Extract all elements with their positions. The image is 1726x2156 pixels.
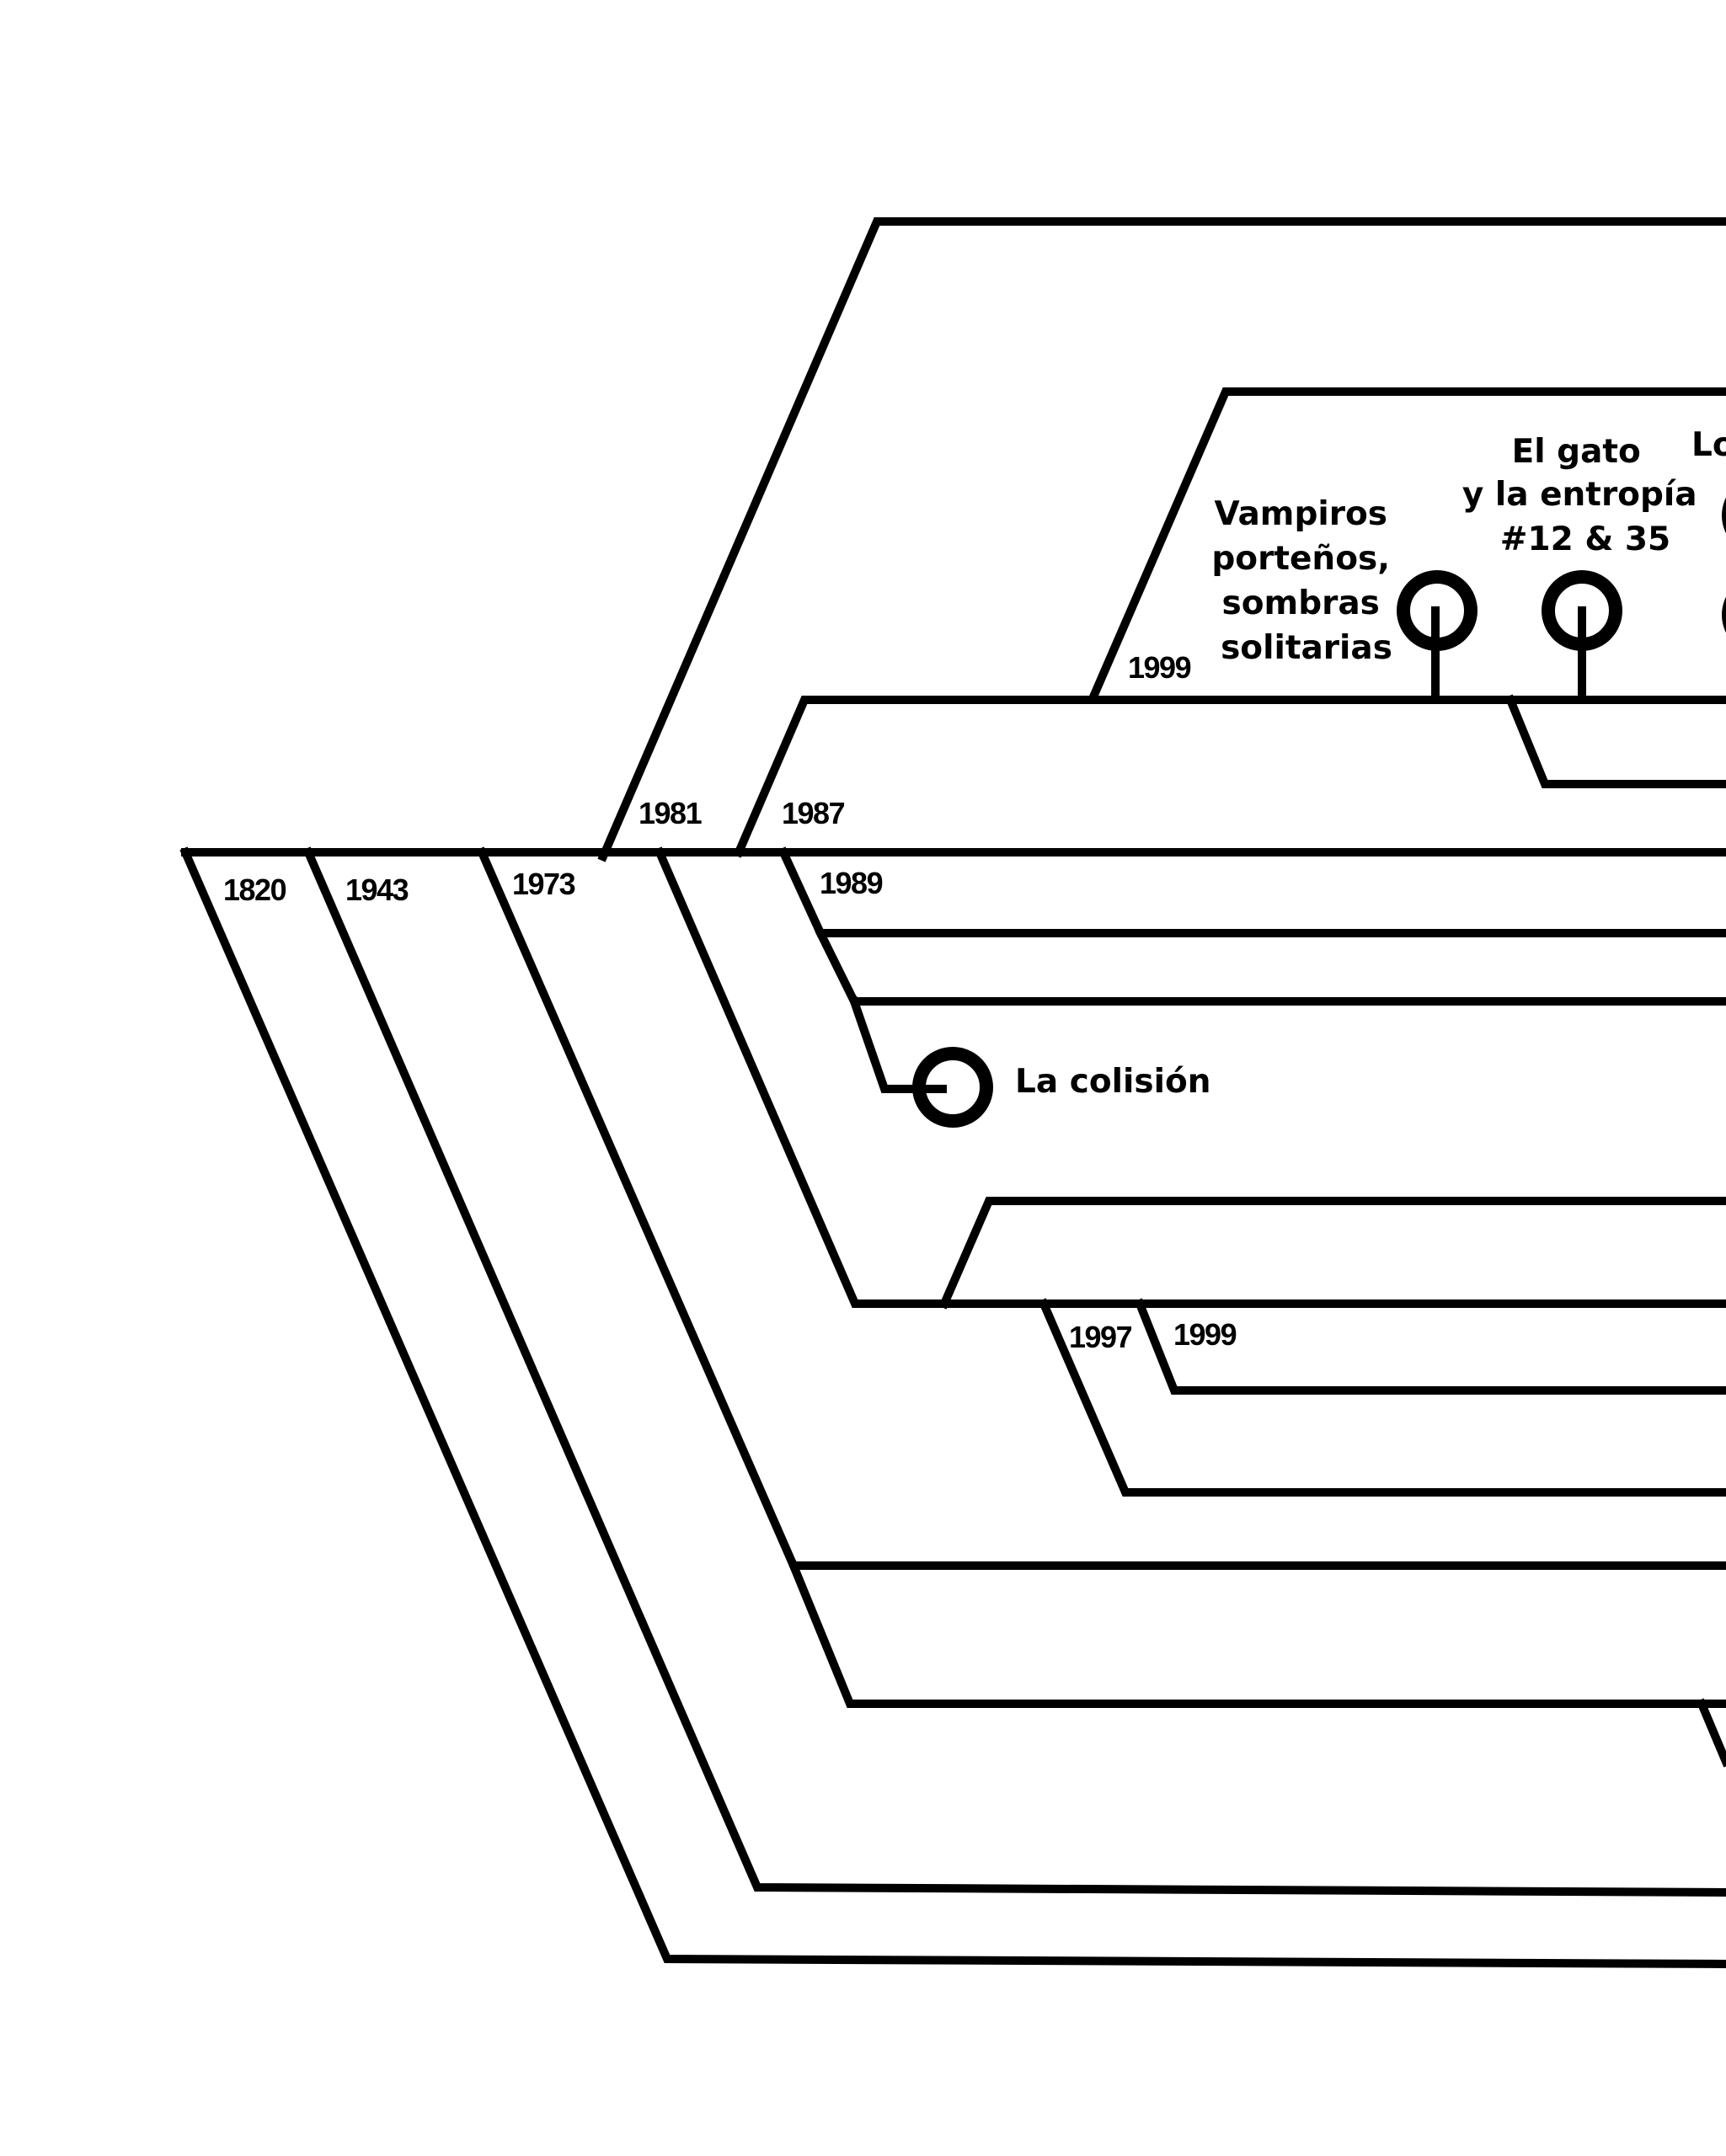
work-label-vampiros-line1: Vampiros (1214, 495, 1387, 533)
branch-1987 (733, 696, 1726, 858)
year-labels: 1820 1943 1973 1981 1987 1989 1997 1999 … (223, 650, 1237, 1354)
work-label-gato-line2: y la entropía (1462, 476, 1697, 514)
branch-1989-sub (815, 927, 1726, 1006)
marker-colision (912, 1047, 993, 1128)
branch-1820 (179, 846, 1726, 1969)
work-label-colision: La colisión (1015, 1063, 1211, 1101)
work-label-vampiros-line3: sombras (1222, 584, 1380, 622)
work-label-partial-top: Lo (1691, 426, 1726, 464)
branch-lines (179, 217, 1726, 1969)
year-label-1999-bottom: 1999 (1173, 1317, 1237, 1352)
year-label-1989: 1989 (820, 866, 883, 900)
marker-gato (1542, 570, 1622, 651)
year-label-1943: 1943 (345, 873, 409, 907)
work-label-vampiros-line2: porteños, (1211, 540, 1390, 578)
branch-1973 (476, 846, 1726, 1570)
work-labels: Vampiros porteños, sombras solitarias El… (1015, 426, 1726, 1101)
branch-1989 (778, 846, 1726, 937)
branch-1981 (597, 217, 1726, 862)
work-label-gato-line1: El gato (1512, 433, 1641, 471)
branch-upper-step (938, 1197, 1726, 1310)
branch-1943 (302, 846, 1726, 1897)
branch-1987-notch (1504, 694, 1726, 788)
branch-bottom-right-tick (1696, 1698, 1726, 1768)
marker-vampiros (1397, 570, 1478, 651)
branch-1973-lower (788, 1560, 1726, 1708)
work-label-vampiros: Vampiros porteños, sombras solitarias (1211, 495, 1401, 667)
branch-1999-top (1088, 387, 1726, 701)
year-label-1999-top: 1999 (1128, 650, 1191, 685)
year-label-1987: 1987 (782, 796, 845, 830)
work-label-gato: El gato y la entropía #12 & 35 (1462, 433, 1708, 558)
work-label-gato-line3: #12 & 35 (1500, 520, 1670, 558)
branch-1999-bottom (1134, 1298, 1726, 1395)
branch-1997 (1038, 1298, 1726, 1497)
branch-colision (848, 995, 947, 1093)
year-label-1981: 1981 (639, 796, 703, 830)
branch-axis-mid (654, 846, 1726, 1308)
year-label-1973: 1973 (512, 867, 575, 901)
work-label-vampiros-line4: solitarias (1221, 629, 1392, 667)
work-markers (912, 570, 1622, 1128)
year-label-1820: 1820 (223, 873, 286, 907)
year-label-1997: 1997 (1069, 1320, 1132, 1354)
